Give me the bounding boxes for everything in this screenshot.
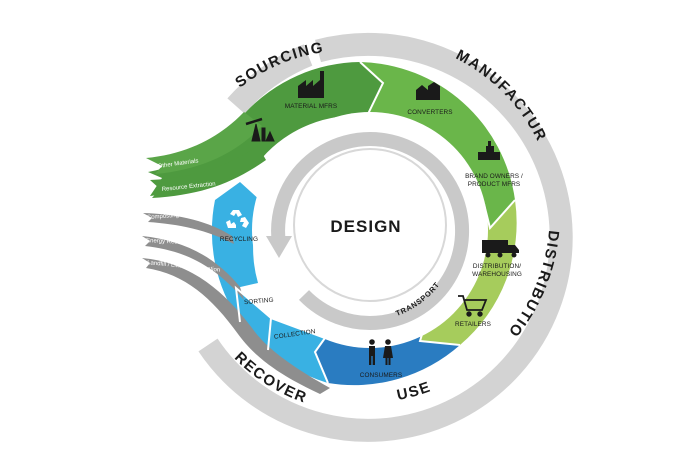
distribution-label-2: WAREHOUSING [472, 271, 522, 278]
consumers-label: CONSUMERS [360, 372, 402, 379]
outer-stage-ring [198, 32, 573, 442]
composting-label: Composting [147, 213, 179, 221]
design-center: DESIGN TRANSPORT [252, 112, 488, 348]
manufacture-segment [360, 62, 515, 228]
material-mfrs-label: MATERIAL MFRS [285, 103, 337, 110]
consumers-icon [369, 339, 393, 365]
design-label: DESIGN [330, 217, 401, 236]
factory-icon [298, 71, 324, 98]
transport-ring [271, 131, 470, 330]
brand-owners-label-1: BRAND OWNERS / [465, 173, 523, 180]
input-other-materials [146, 112, 262, 174]
retailers-label: RETAILERS [455, 321, 491, 328]
brand-owners-icon [478, 141, 500, 160]
brand-owners-label-2: PRODUCT MFRS [468, 181, 521, 188]
stage-use-label: USE [395, 378, 433, 404]
distribution-label-1: DISTRIBUTION/ [473, 263, 521, 270]
recycle-icon [226, 210, 249, 228]
divider-use-collection [313, 337, 329, 384]
input-resource-extraction [150, 146, 266, 198]
sorting-label: SORTING [244, 297, 274, 307]
resource-extraction-label: Resource Extraction [162, 181, 216, 193]
converters-label: CONVERTERS [407, 109, 452, 116]
converters-icon [416, 82, 440, 100]
recycling-label: RECYCLING [220, 236, 258, 243]
recycling-segment [211, 182, 262, 322]
divider-sourcing-manufacture [359, 61, 385, 117]
output-tails: Composting Energy Recovery Landfill / Li… [142, 213, 330, 394]
truck-icon [482, 240, 519, 258]
other-materials-label: Other Materials [157, 158, 198, 170]
shopping-cart-icon [458, 295, 488, 317]
oil-pump-icon [245, 117, 275, 142]
output-composting [143, 213, 234, 244]
outer-ring-main [198, 32, 573, 442]
inner-ring-outline [293, 148, 447, 302]
transport-arrow-head [266, 236, 292, 258]
energy-recovery-label: Energy Recovery [146, 238, 192, 246]
outer-ring-left [227, 44, 313, 114]
output-energy-recovery [142, 236, 244, 300]
sorting-segment [236, 288, 271, 350]
divider-sorting-recycling [234, 285, 272, 323]
output-landfill [142, 258, 330, 394]
